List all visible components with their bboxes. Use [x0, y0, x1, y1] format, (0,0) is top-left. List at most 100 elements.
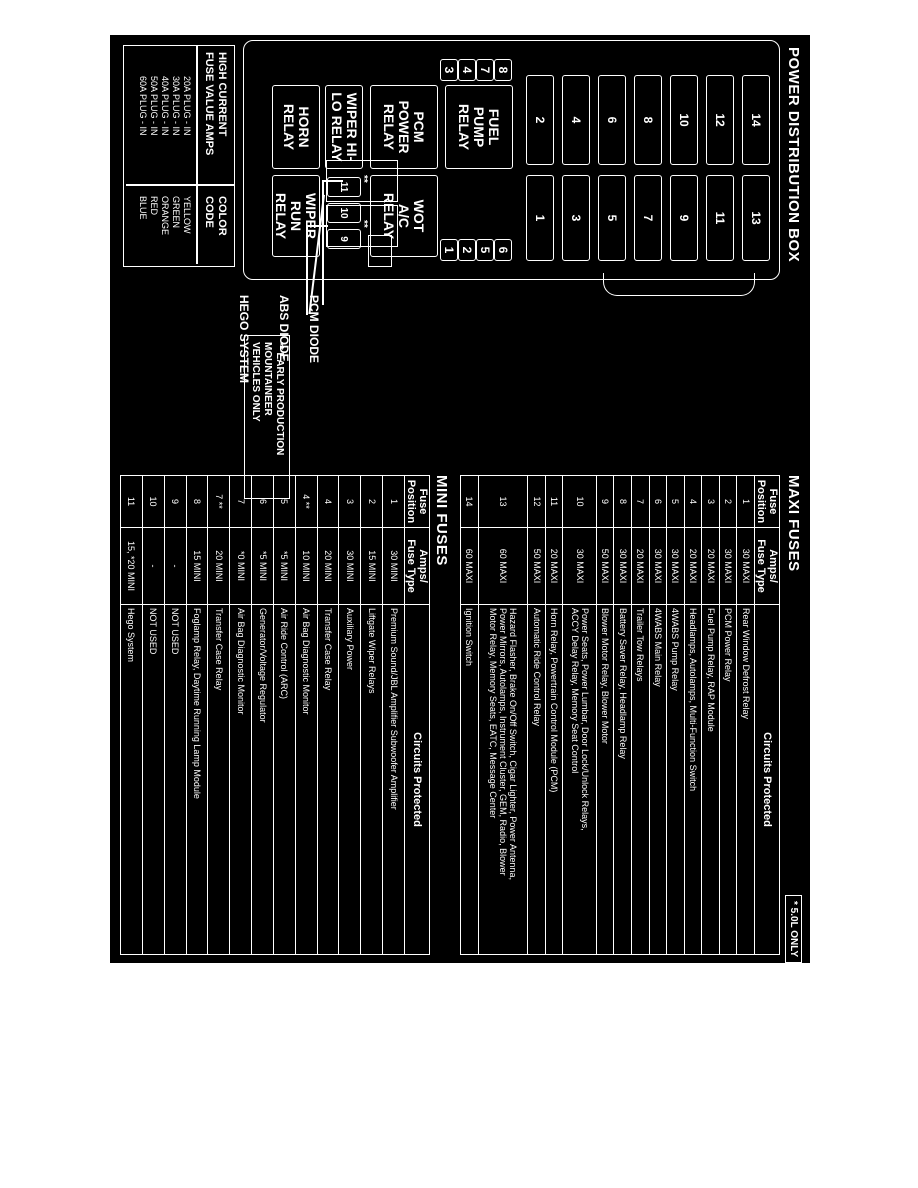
fuse-circuits: Hazard Flasher, Brake On/Off Switch, Cig… — [478, 604, 528, 955]
fuse-circuits: PCM Power Relay — [719, 604, 737, 955]
mini-col-amps: Amps/ Fuse Type — [404, 527, 430, 605]
page-scan — [110, 35, 810, 963]
maxi-fuse-slot: 12 — [706, 75, 734, 165]
maxi-fuse-slot: 11 — [706, 175, 734, 261]
fuse-position: 1 — [736, 475, 755, 528]
small-fuse-slot: 2 — [458, 239, 476, 261]
fuse-circuits: Rear Window Defrost Relay — [736, 604, 755, 955]
fuse-position: 12 — [527, 475, 546, 528]
small-fuse-slot: 3 — [440, 59, 458, 81]
fuse-position: 6 — [251, 475, 274, 528]
maxi-fuse-slot: 5 — [598, 175, 626, 261]
high-current-table: HIGH CURRENT FUSE VALUE AMPS COLOR CODE … — [123, 45, 235, 267]
fuse-circuits: Hego System — [120, 604, 143, 955]
fuse-position: 8 — [186, 475, 208, 528]
fuse-position: 4 — [684, 475, 702, 528]
abs-diode-symbol: ** — [358, 220, 369, 228]
fuse-position: 4 — [317, 475, 339, 528]
fuse-position: 9 — [164, 475, 187, 528]
abs-diode-line-v — [308, 225, 328, 227]
fuse-amps: 15 MINI — [360, 527, 383, 605]
fuse-amps: 20 MAXI — [684, 527, 702, 605]
maxi-fuse-slot: 1 — [526, 175, 554, 261]
fuse-position: 1 — [382, 475, 405, 528]
fuse-circuits: Automatic Ride Control Relay — [527, 604, 546, 955]
fuse-amps: - — [164, 527, 187, 605]
fuse-amps: 30 MINI — [338, 527, 361, 605]
fuse-circuits: 4WABS Main Relay — [649, 604, 667, 955]
pdb-title: POWER DISTRIBUTION BOX — [785, 47, 802, 263]
fuse-amps: 10 MINI — [295, 527, 318, 605]
small-fuse-slot: 7 — [476, 59, 494, 81]
fuse-circuits: Transfer Case Relay — [317, 604, 339, 955]
maxi-fuse-slot: 6 — [598, 75, 626, 165]
fuse-position: 7 — [229, 475, 252, 528]
fuse-amps: 20 MAXI — [701, 527, 720, 605]
fuse-amps: 20 MAXI — [631, 527, 650, 605]
fuse-circuits: Premium Sound/JBL Amplifier Subwoofer Am… — [382, 604, 405, 955]
hc-col-divider — [126, 184, 234, 186]
fuse-amps: *5 MINI — [273, 527, 296, 605]
hc-header-color: COLOR CODE — [203, 196, 228, 236]
fuse-circuits: Liftgate Wiper Relays — [360, 604, 383, 955]
fuse-amps: 15, *20 MINI — [120, 527, 143, 605]
fuse-circuits: Fuel Pump Relay, RAP Module — [701, 604, 720, 955]
pcm-diode-line-v — [323, 180, 343, 182]
fuse-amps: 30 MAXI — [736, 527, 755, 605]
fuse-amps: 30 MAXI — [649, 527, 667, 605]
fuse-position: 3 — [701, 475, 720, 528]
fuse-position: 11 — [545, 475, 563, 528]
fuse-position: 5 — [666, 475, 685, 528]
fuse-circuits: Headlamps, Autolamps, Multi-Function Swi… — [684, 604, 702, 955]
fuse-amps: 60 MAXI — [478, 527, 528, 605]
small-fuse-slot: 4 — [458, 59, 476, 81]
mini-table: Fuse Position Amps/ Fuse Type Circuits P… — [120, 475, 430, 955]
mini-table-row: 9-NOT USED — [164, 475, 187, 955]
maxi-fuse-slot: 4 — [562, 75, 590, 165]
mini-col-circuits: Circuits Protected — [404, 604, 430, 955]
wiper-run-relay: WIPER RUN RELAY — [272, 175, 320, 257]
fuse-amps: 20 MAXI — [545, 527, 563, 605]
fuse-position: 10 — [562, 475, 597, 528]
maxi-col-circuits: Circuits Protected — [754, 604, 780, 955]
fuse-position: 10 — [142, 475, 165, 528]
fuse-amps: 50 MAXI — [527, 527, 546, 605]
fuse-position: 5 — [273, 475, 296, 528]
fuse-circuits: NOT USED — [142, 604, 165, 955]
fuse-circuits: Battery Saver Relay, Headlamp Relay — [614, 604, 632, 955]
fuse-circuits: Air Ride Control (ARC) — [273, 604, 296, 955]
small-fuse-slot: 5 — [476, 239, 494, 261]
fuse-amps: 30 MAXI — [562, 527, 597, 605]
fuse-amps: 50 MAXI — [596, 527, 614, 605]
fuse-position: 2 — [719, 475, 737, 528]
mini-table-row: 10-NOT USED — [142, 475, 165, 955]
pcm-power-relay: PCM POWER RELAY — [370, 85, 438, 169]
maxi-col-amps: Amps/ Fuse Type — [754, 527, 780, 605]
fuse-amps: 15 MINI — [186, 527, 208, 605]
fuse-circuits: Trailer Tow Relays — [631, 604, 650, 955]
fuse-amps: *0 MINI — [229, 527, 252, 605]
maxi-fuse-slot: 3 — [562, 175, 590, 261]
fuse-amps: 30 MAXI — [719, 527, 737, 605]
fuel-pump-relay: FUEL PUMP RELAY — [445, 85, 513, 169]
